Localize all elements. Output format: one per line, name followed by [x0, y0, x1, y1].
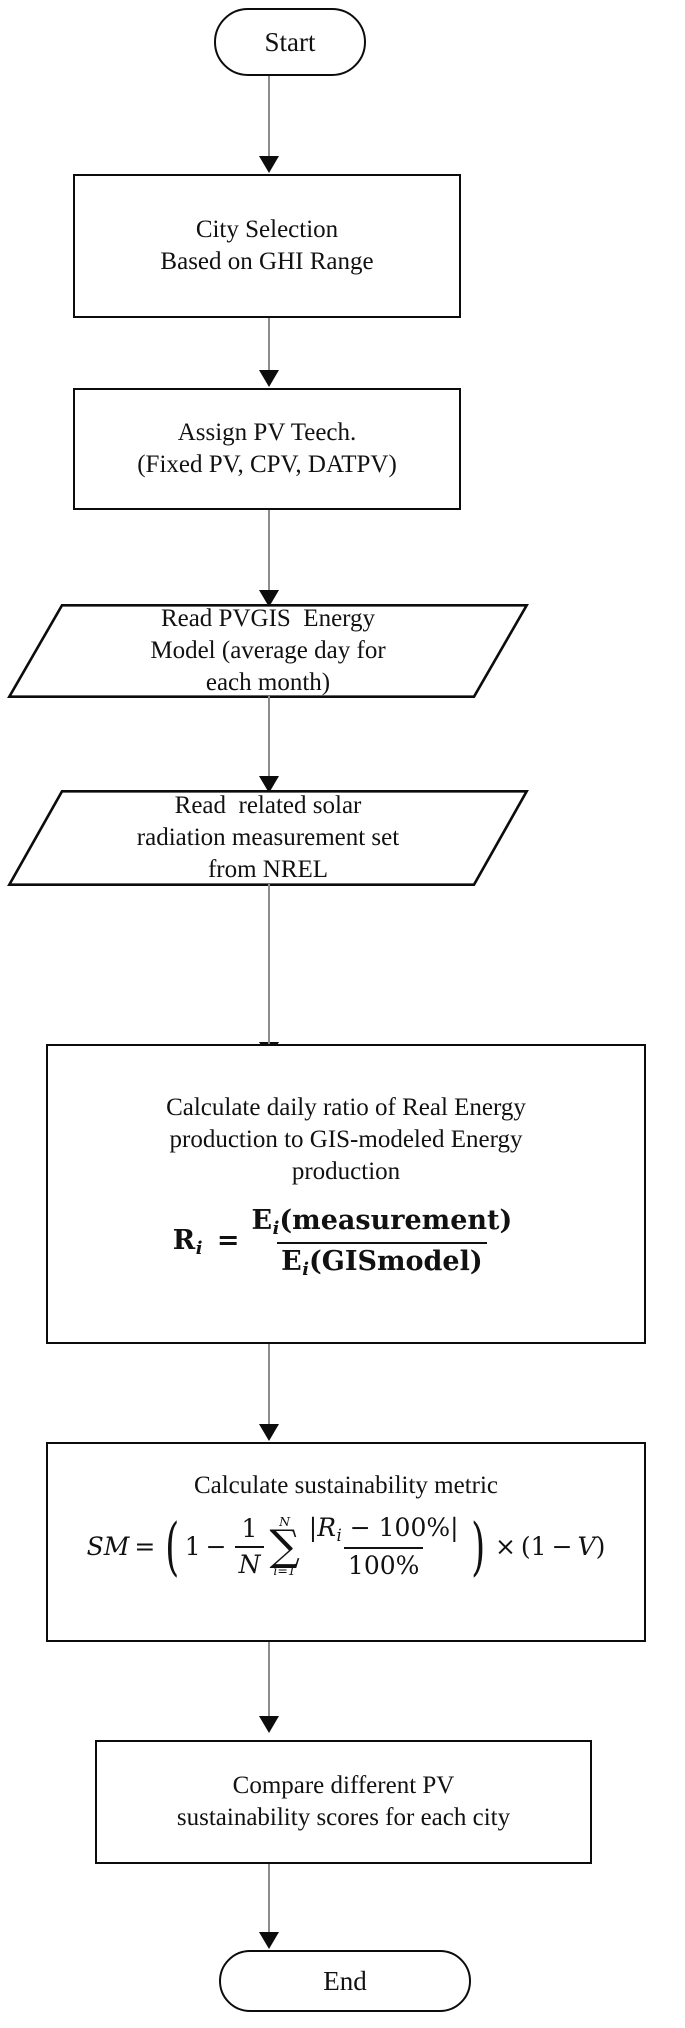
arrowhead-icon [259, 1932, 279, 1949]
formula-sm-tail-open: ( [520, 1531, 531, 1561]
node-read-pvgis-line-2: Model (average day for [150, 637, 386, 664]
node-calculate-ratio-line-2: production to GIS-modeled Energy [169, 1126, 523, 1153]
node-city-selection[interactable]: City Selection Based on GHI Range [73, 174, 461, 318]
formula-sm-sum-lower: i=1 [273, 1562, 296, 1578]
formula-sm-tail-minus: − [551, 1531, 573, 1561]
arrowhead-icon [259, 156, 279, 173]
arrowhead-icon [259, 1424, 279, 1441]
formula-ratio-numerator: Ei(measurement) [248, 1204, 517, 1242]
formula-ratio-numerator-fn: E [251, 1205, 273, 1236]
formula-ratio: Ri = Ei(measurement) Ei(GISmodel) [173, 1204, 520, 1282]
node-read-pvgis-line-3: each month) [205, 669, 331, 696]
node-assign-pv-tech-line-2: (Fixed PV, CPV, DATPV) [137, 451, 397, 478]
formula-sm-open-paren: ( [165, 1509, 180, 1583]
sigma-icon: ∑ [269, 1521, 300, 1571]
edge-calc-ratio-to-calc-sm [268, 1344, 270, 1428]
formula-ratio-lhs-sub: i [195, 1238, 203, 1260]
node-assign-pv-tech[interactable]: Assign PV Teech. (Fixed PV, CPV, DATPV) [73, 388, 461, 510]
node-calculate-sustainability-metric[interactable]: Calculate sustainability metric SM = ( 1… [46, 1442, 646, 1642]
node-end-label: End [323, 1965, 367, 1996]
arrowhead-icon [259, 1716, 279, 1733]
node-read-nrel-text: Read related solar radiation measurement… [8, 790, 528, 886]
edge-start-to-city-selection [268, 76, 270, 160]
node-city-selection-line-2: Based on GHI Range [160, 248, 374, 275]
edge-read-pvgis-to-read-nrel [268, 696, 270, 780]
formula-ratio-fraction: Ei(measurement) Ei(GISmodel) [248, 1204, 517, 1282]
formula-ratio-denominator: Ei(GISmodel) [277, 1241, 487, 1282]
edge-read-nrel-to-calc-ratio [268, 884, 270, 950]
formula-ratio-equals: = [216, 1225, 240, 1257]
node-read-nrel-line-1: Read related solar [174, 792, 362, 819]
formula-sm-inner-num-head: |R [308, 1513, 337, 1542]
formula-sm-inner-num-sub: i [336, 1525, 342, 1545]
node-start[interactable]: Start [214, 8, 366, 76]
formula-sm-tail-var: V [577, 1531, 596, 1561]
edge-calc-sm-to-compare [268, 1642, 270, 1720]
formula-sm-frac-num: 1 [241, 1513, 258, 1543]
node-read-pvgis[interactable]: Read PVGIS Energy Model (average day for… [7, 603, 529, 698]
edge-assign-pv-to-read-pvgis [268, 510, 270, 594]
formula-ratio-denominator-sub: i [302, 1258, 309, 1280]
node-assign-pv-tech-line-1: Assign PV Teech. [177, 419, 357, 446]
node-read-pvgis-text: Read PVGIS Energy Model (average day for… [8, 604, 528, 698]
formula-sm-times: × [494, 1531, 516, 1561]
node-compare-pv-scores[interactable]: Compare different PV sustainability scor… [95, 1740, 592, 1864]
node-compare-pv-scores-line-2: sustainability scores for each city [176, 1804, 511, 1831]
formula-sustainability-metric: SM = ( 1 − 1 N N ∑ i=1 |Ri − 100%| 100% … [87, 1512, 606, 1582]
node-calculate-ratio-line-3: production [291, 1158, 401, 1185]
edge-compare-to-end [268, 1864, 270, 1936]
formula-sm-equals: = [134, 1531, 156, 1561]
node-calculate-ratio[interactable]: Calculate daily ratio of Real Energy pro… [46, 1044, 646, 1344]
formula-sm-one: 1 [184, 1531, 201, 1561]
edge-read-nrel-to-calc-ratio-b [268, 950, 270, 1046]
node-read-nrel-line-2: radiation measurement set [136, 824, 400, 851]
arrowhead-icon [259, 370, 279, 387]
parallelogram-shape [7, 603, 529, 698]
formula-sm-one-over-n: 1 N [234, 1513, 265, 1581]
node-read-nrel-line-3: from NREL [207, 856, 329, 883]
node-read-nrel[interactable]: Read related solar radiation measurement… [7, 789, 529, 886]
formula-ratio-numerator-arg: (measurement) [279, 1205, 513, 1236]
formula-sm-inner-num-tail: − 100%| [341, 1513, 459, 1542]
formula-ratio-denominator-arg: (GISmodel) [308, 1245, 483, 1277]
formula-sm-frac-den: N [234, 1545, 265, 1581]
arrowhead-icon [259, 590, 279, 607]
node-end[interactable]: End [219, 1950, 471, 2012]
arrowhead-icon [259, 776, 279, 793]
formula-ratio-denominator-fn: E [281, 1245, 302, 1277]
formula-sm-sum-upper: N [279, 1514, 291, 1530]
formula-ratio-numerator-sub: i [272, 1217, 280, 1239]
formula-sm-lhs: SM [86, 1531, 130, 1561]
node-calculate-sustainability-metric-line-1: Calculate sustainability metric [193, 1472, 499, 1499]
formula-sm-minus: − [205, 1531, 227, 1561]
formula-sm-close-paren: ) [470, 1509, 485, 1583]
formula-sm-inner-fraction: |Ri − 100%| 100% [305, 1512, 463, 1582]
edge-city-selection-to-assign-pv [268, 318, 270, 374]
parallelogram-shape [7, 789, 529, 886]
formula-sm-inner-denominator: 100% [343, 1546, 424, 1582]
formula-ratio-lhs: R [172, 1225, 196, 1257]
node-read-pvgis-line-1: Read PVGIS Energy [160, 605, 376, 632]
node-compare-pv-scores-line-1: Compare different PV [232, 1772, 455, 1799]
node-city-selection-line-1: City Selection [195, 216, 339, 243]
formula-sm-tail-close: ) [595, 1531, 606, 1561]
formula-sm-tail-one: 1 [530, 1531, 547, 1561]
node-start-label: Start [264, 26, 316, 57]
formula-sm-inner-numerator: |Ri − 100%| [305, 1512, 463, 1547]
node-calculate-ratio-line-1: Calculate daily ratio of Real Energy [166, 1094, 526, 1121]
formula-sm-summation: N ∑ i=1 [269, 1516, 299, 1577]
